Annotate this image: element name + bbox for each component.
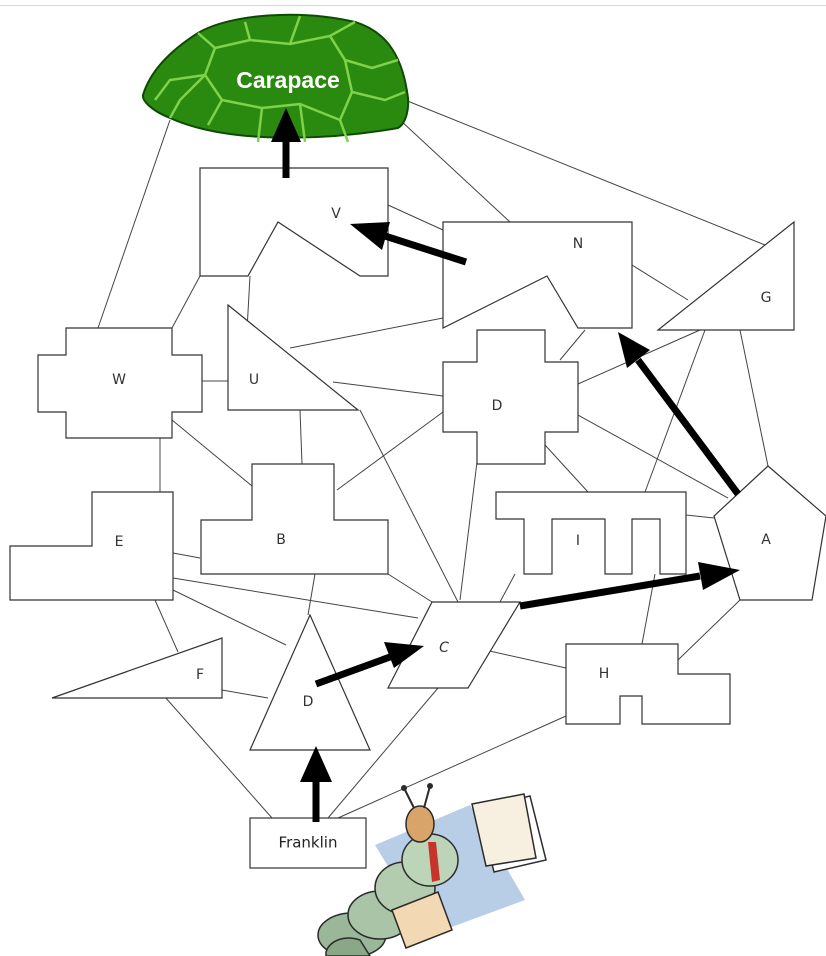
b-shape [200, 463, 389, 575]
node-e: E [9, 491, 174, 601]
w-shape [37, 327, 203, 439]
edge [337, 715, 567, 819]
d-bottom-label: D [303, 694, 314, 710]
edge [387, 204, 444, 231]
d-top-label: D [492, 398, 503, 414]
edge [359, 409, 459, 603]
path-arrows [271, 108, 741, 822]
b-label: B [276, 532, 286, 548]
caterpillar-illustration [317, 783, 547, 956]
a-shape [713, 465, 826, 601]
edge [172, 552, 201, 559]
node-f: F [51, 637, 223, 699]
arrow-franklin-to-d [300, 746, 332, 822]
g-label: G [761, 290, 772, 306]
a-label: A [761, 532, 771, 548]
edge [387, 573, 433, 603]
edge [499, 573, 516, 603]
g-shape [656, 220, 795, 331]
e-label: E [115, 534, 124, 550]
edge [171, 275, 201, 329]
f-label: F [196, 667, 204, 683]
edge [559, 329, 586, 361]
v-shape [199, 167, 389, 277]
edge [404, 99, 766, 246]
node-b: B [200, 463, 389, 575]
node-v: V [199, 167, 389, 277]
node-u: U [227, 303, 360, 411]
edge [459, 461, 478, 601]
edge [685, 514, 715, 519]
node-n: N [442, 221, 633, 329]
edge [171, 419, 253, 487]
edge [307, 573, 316, 616]
top-divider [0, 5, 826, 6]
franklin-box [249, 817, 367, 869]
edge [154, 599, 179, 653]
carapace-node: Carapace [141, 13, 410, 143]
edge [577, 414, 729, 499]
arrowhead-icon [300, 746, 332, 782]
node-franklin: Franklin [249, 817, 367, 869]
c-label: C [439, 640, 449, 656]
edge [327, 687, 439, 819]
arrow-d-to-c [314, 642, 424, 688]
edge [332, 381, 444, 397]
edge [739, 329, 769, 467]
arrowhead-icon [384, 642, 424, 668]
h-shape [565, 643, 731, 725]
carapace-label: Carapace [236, 67, 340, 93]
node-g: G [656, 220, 795, 331]
node-h: H [565, 643, 731, 725]
node-d-bottom: D [249, 613, 371, 751]
arrowhead-icon [271, 108, 301, 142]
edge [399, 119, 511, 223]
node-w: W [37, 327, 203, 439]
edge [631, 264, 689, 301]
arrow-v-to-carapace [271, 108, 301, 178]
edge [97, 119, 171, 329]
edge [172, 577, 419, 619]
edge [544, 444, 589, 493]
shell-pattern-icon [154, 15, 406, 143]
d-top-shape [442, 329, 579, 465]
arrow-a-to-n [618, 332, 741, 497]
edge [289, 317, 444, 349]
arrowhead-icon [618, 332, 650, 368]
edge [164, 696, 273, 819]
h-label: H [599, 666, 610, 682]
node-i: I [495, 491, 687, 575]
e-shape [9, 491, 174, 601]
edge [336, 411, 444, 491]
arrowhead-icon [698, 562, 740, 590]
papers-icon [391, 793, 547, 949]
n-shape [442, 221, 633, 329]
franklin-label: Franklin [279, 834, 338, 852]
node-a: A [713, 465, 826, 601]
f-shape [51, 637, 223, 699]
d-bottom-shape [249, 613, 371, 751]
node-d-top: D [442, 329, 579, 465]
edge [221, 689, 269, 699]
arrowhead-icon [350, 222, 390, 250]
edge [172, 589, 287, 646]
edge [299, 409, 303, 465]
u-shape [227, 303, 360, 411]
arrow-n-to-v [350, 222, 468, 266]
i-label: I [576, 533, 580, 549]
i-shape [495, 491, 687, 575]
edge [677, 599, 741, 661]
arrow-c-to-a [519, 562, 740, 610]
v-label: V [331, 206, 341, 222]
w-label: W [112, 372, 126, 388]
edge [484, 649, 567, 669]
n-label: N [573, 236, 583, 252]
u-label: U [249, 372, 259, 388]
